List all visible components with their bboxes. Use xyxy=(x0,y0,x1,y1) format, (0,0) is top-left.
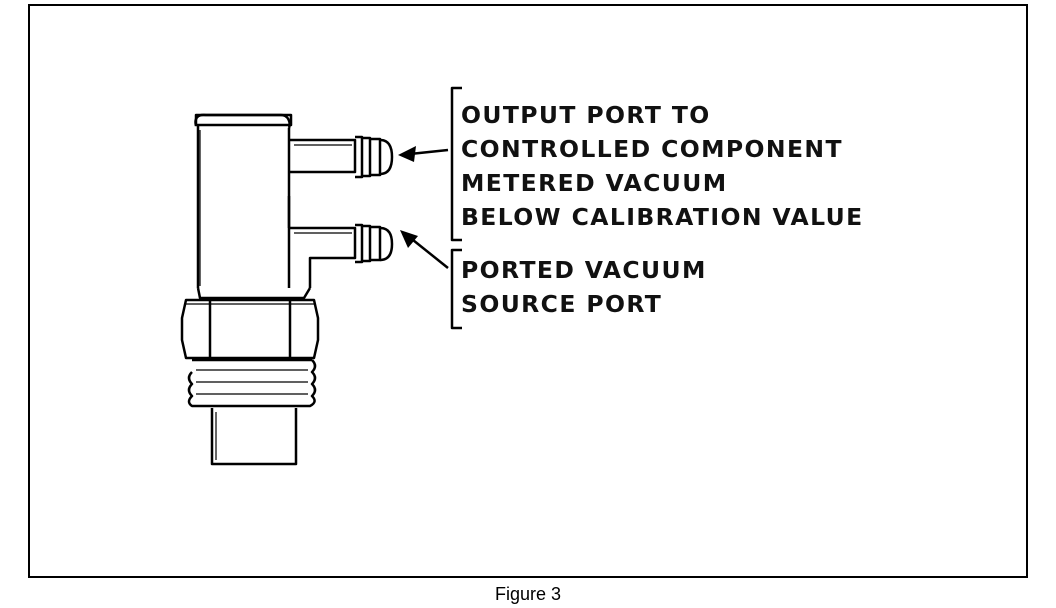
ported-arrow-head xyxy=(400,230,418,248)
callout-line: OUTPUT PORT TO xyxy=(461,101,711,129)
probe-tip xyxy=(210,408,298,466)
callout-line: METERED VACUUM xyxy=(461,169,728,197)
ported-callout-bracket xyxy=(450,248,462,330)
source-port-nipple xyxy=(287,196,394,288)
callout-line: PORTED VACUUM xyxy=(461,256,707,284)
output-leader-line xyxy=(409,148,449,156)
threaded-stem xyxy=(187,358,317,408)
figure-frame xyxy=(28,4,1028,578)
ported-leader-line xyxy=(407,235,449,269)
callout-line: SOURCE PORT xyxy=(461,290,663,318)
valve-body xyxy=(194,113,312,300)
ported-vacuum-callout: PORTED VACUUM SOURCE PORT xyxy=(461,253,707,321)
output-port-callout: OUTPUT PORT TO CONTROLLED COMPONENT METE… xyxy=(461,98,864,234)
output-port-nipple xyxy=(289,135,394,179)
callout-line: BELOW CALIBRATION VALUE xyxy=(461,203,864,231)
output-arrow-head xyxy=(398,146,416,162)
figure-caption: Figure 3 xyxy=(494,584,562,604)
hex-nut xyxy=(180,298,320,360)
output-callout-bracket xyxy=(450,86,462,242)
callout-line: CONTROLLED COMPONENT xyxy=(461,135,843,163)
